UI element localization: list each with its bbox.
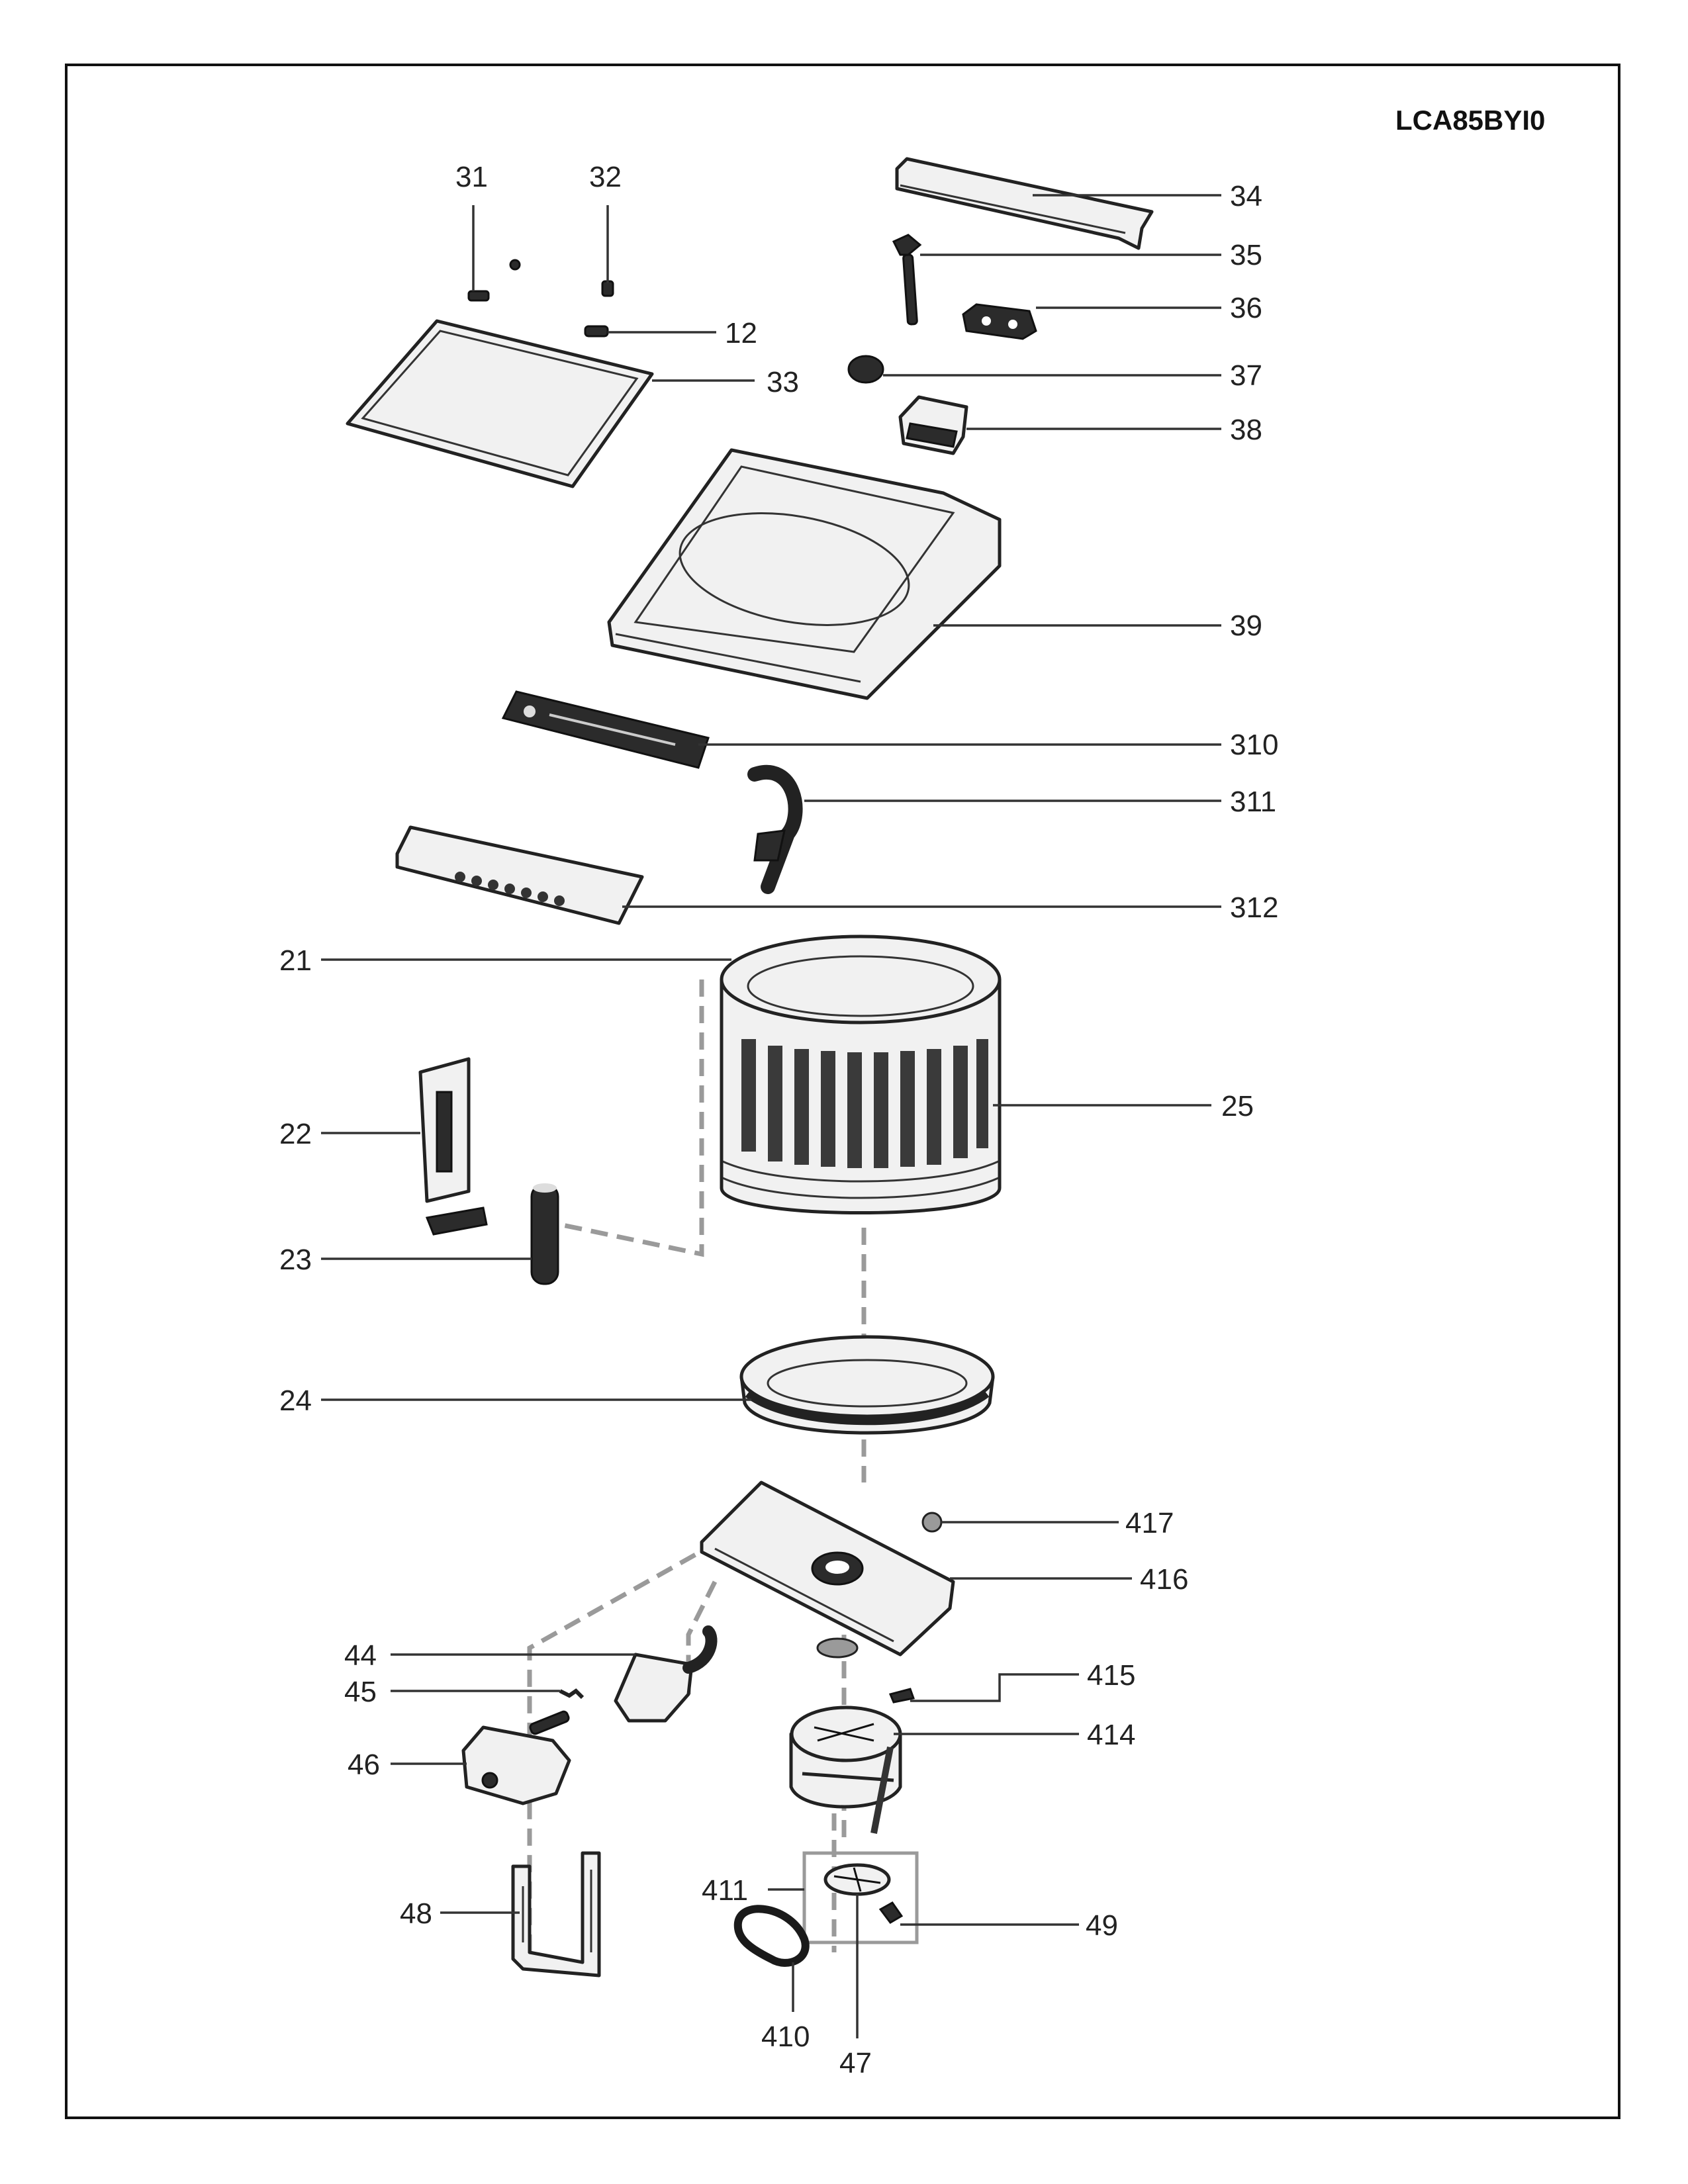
part-416-base-plate <box>700 1480 955 1659</box>
callout-46: 46 <box>348 1749 380 1781</box>
callout-415: 415 <box>1087 1659 1135 1692</box>
part-49-screw <box>878 1901 904 1924</box>
callout-45: 45 <box>344 1676 377 1708</box>
callout-24: 24 <box>279 1385 312 1417</box>
model-code: LCA85BYI0 <box>1395 105 1545 136</box>
callout-44: 44 <box>344 1639 377 1672</box>
callout-32: 32 <box>589 161 622 193</box>
callout-48: 48 <box>400 1897 432 1930</box>
part-417-nut <box>921 1512 943 1533</box>
part-311-drain-hose <box>747 765 803 894</box>
callout-414: 414 <box>1087 1719 1135 1751</box>
page-border <box>65 64 1620 2119</box>
callout-34: 34 <box>1230 180 1262 212</box>
part-36-bracket <box>962 303 1037 340</box>
callout-21: 21 <box>279 944 312 977</box>
callout-35: 35 <box>1230 239 1262 271</box>
part-38-water-valve <box>898 395 968 455</box>
part-415-clip <box>888 1688 915 1704</box>
part-45-spring <box>559 1688 585 1700</box>
callout-312: 312 <box>1230 891 1278 924</box>
callout-410: 410 <box>761 2021 810 2053</box>
part-35-inlet-connector <box>892 234 922 326</box>
callout-411: 411 <box>702 1874 748 1907</box>
part-12-pin <box>584 325 609 338</box>
callout-33: 33 <box>767 366 799 398</box>
part-47-pulley <box>823 1863 891 1896</box>
part-22-balance-bracket <box>418 1057 488 1236</box>
part-small-screw <box>509 259 521 271</box>
callout-416: 416 <box>1140 1563 1188 1596</box>
part-46-drain-motor <box>461 1710 571 1805</box>
part-411-pulley-group-box <box>802 1851 919 1944</box>
part-31-hinge-clip <box>467 290 490 302</box>
part-23-damper <box>530 1183 559 1285</box>
callout-25: 25 <box>1221 1090 1254 1122</box>
part-410-drive-belt <box>733 1905 810 1967</box>
callout-12: 12 <box>725 317 757 349</box>
part-25-inner-tub <box>720 934 1002 1214</box>
callout-47: 47 <box>839 2047 872 2079</box>
callout-37: 37 <box>1230 359 1262 392</box>
part-48-motor-bracket <box>511 1851 601 1978</box>
part-34-rear-cover <box>895 157 1154 250</box>
callout-22: 22 <box>279 1118 312 1150</box>
leader-lines <box>321 194 1221 2038</box>
callout-labels: 31 32 12 33 34 35 36 37 38 39 310 311 31… <box>279 161 1278 2079</box>
callout-310: 310 <box>1230 729 1278 761</box>
callout-311: 311 <box>1230 786 1276 818</box>
part-32-hinge-clip <box>601 280 614 297</box>
part-44-drain-pump-bracket <box>614 1625 718 1723</box>
callout-39: 39 <box>1230 610 1262 642</box>
part-312-control-panel <box>395 825 644 925</box>
callout-23: 23 <box>279 1244 312 1276</box>
part-414-main-motor <box>789 1706 902 1834</box>
callout-36: 36 <box>1230 292 1262 324</box>
callout-31: 31 <box>455 161 488 193</box>
part-37-knob <box>847 355 884 384</box>
callout-417: 417 <box>1125 1507 1174 1539</box>
callout-49: 49 <box>1086 1909 1118 1942</box>
part-33-top-lid <box>346 319 654 488</box>
callout-38: 38 <box>1230 414 1262 446</box>
part-310-control-board <box>501 690 710 769</box>
part-39-top-frame <box>607 448 1002 700</box>
part-24-balance-ring <box>739 1335 995 1435</box>
